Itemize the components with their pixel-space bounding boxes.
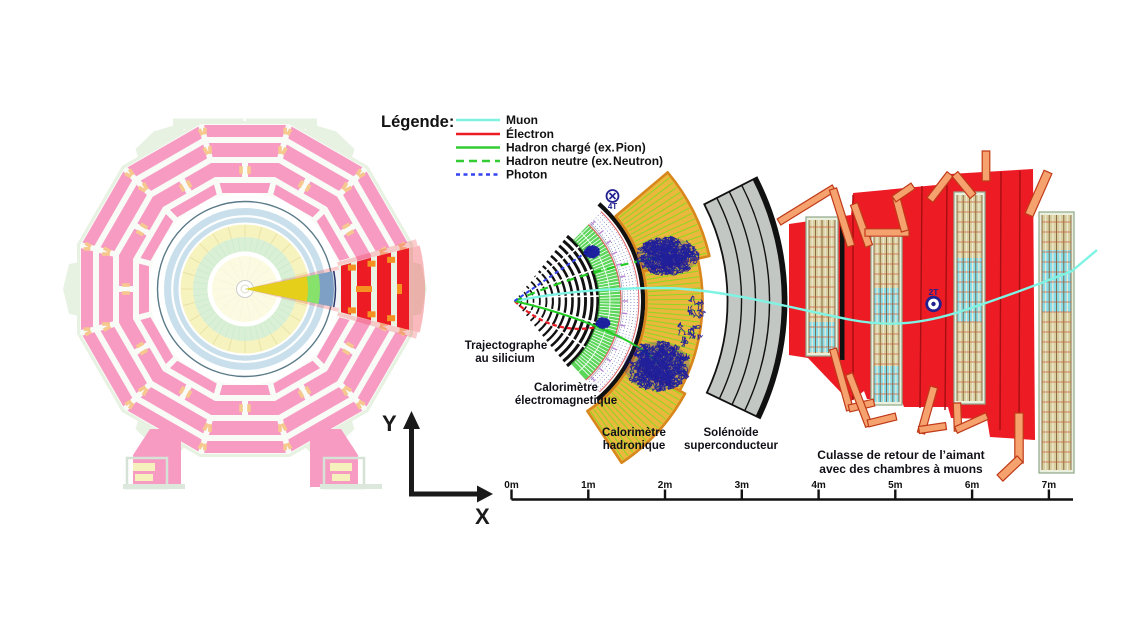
svg-text:Calorimètre: Calorimètre: [534, 382, 598, 394]
svg-text:Trajectographe: Trajectographe: [465, 340, 547, 352]
svg-text:superconducteur: superconducteur: [684, 440, 778, 452]
svg-text:Hadron chargé (ex. Pion): Hadron chargé (ex. Pion): [506, 141, 646, 155]
svg-text:électromagnetique: électromagnetique: [515, 395, 617, 407]
svg-text:Solénoïde: Solénoïde: [704, 427, 759, 439]
svg-text:7m: 7m: [1042, 480, 1057, 491]
svg-text:4T: 4T: [608, 202, 617, 211]
svg-text:avec des chambres à muons: avec des chambres à muons: [819, 462, 983, 476]
svg-text:Y: Y: [382, 411, 397, 436]
svg-text:Hadron neutre (ex. Neutron): Hadron neutre (ex. Neutron): [506, 154, 663, 168]
svg-text:au silicium: au silicium: [475, 353, 534, 365]
svg-text:Muon: Muon: [506, 113, 538, 127]
svg-text:Légende:: Légende:: [381, 113, 454, 131]
svg-text:Culasse de retour de l’aimant: Culasse de retour de l’aimant: [817, 448, 984, 462]
svg-text:Calorimètre: Calorimètre: [602, 427, 666, 439]
svg-text:2T: 2T: [929, 287, 940, 297]
svg-text:Photon: Photon: [506, 168, 547, 182]
svg-text:Électron: Électron: [506, 126, 554, 141]
svg-text:4m: 4m: [811, 480, 826, 491]
svg-text:5m: 5m: [888, 480, 903, 491]
svg-text:6m: 6m: [965, 480, 980, 491]
svg-text:3m: 3m: [735, 480, 750, 491]
svg-text:1m: 1m: [581, 480, 596, 491]
svg-text:0m: 0m: [504, 480, 519, 491]
svg-text:2m: 2m: [658, 480, 673, 491]
svg-text:hadronique: hadronique: [603, 440, 666, 452]
svg-text:X: X: [475, 504, 490, 529]
